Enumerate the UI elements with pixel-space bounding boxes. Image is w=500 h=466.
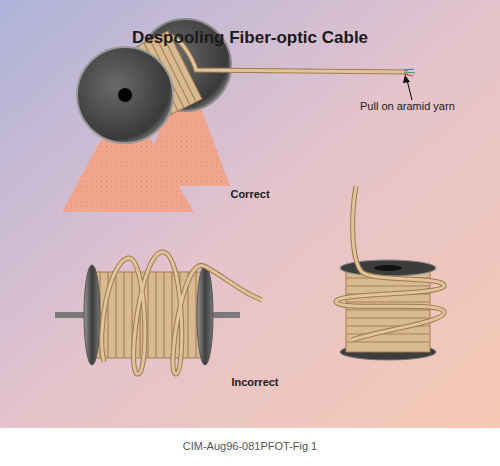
diagram-title: Despooling Fiber-optic Cable (0, 28, 500, 48)
spool-flange (197, 265, 213, 365)
correct-spool (62, 19, 415, 212)
spool-flange (77, 47, 173, 143)
figure-caption: CIM-Aug96-081PFOT-Fig 1 (0, 440, 500, 452)
loose-cable (102, 252, 262, 374)
status-label: Correct (200, 188, 300, 200)
spool-hub (374, 265, 402, 271)
fiber-strand (404, 69, 414, 70)
incorrect-spool-horizontal (55, 252, 262, 374)
callout-label: Pull on aramid yarn (360, 100, 490, 112)
caption-strip (0, 428, 500, 466)
incorrect-spool-upright (336, 186, 444, 360)
fiber-strand (404, 72, 415, 73)
loose-cable (336, 186, 444, 340)
spool-flange (84, 265, 100, 365)
background (0, 0, 500, 428)
loose-cable (336, 186, 444, 340)
leader-line (407, 80, 412, 100)
arrow-head (403, 75, 410, 83)
status-label: Incorrect (200, 376, 310, 388)
spool-hub (118, 88, 132, 102)
loose-cable (102, 252, 262, 374)
